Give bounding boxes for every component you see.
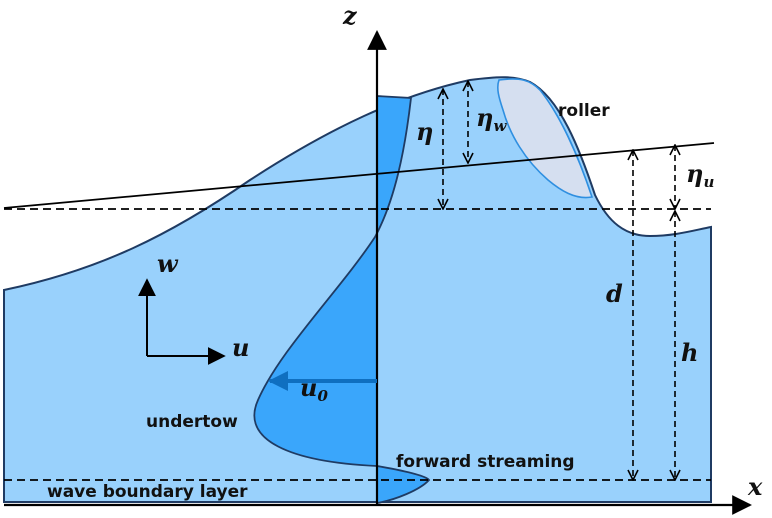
undertow-label: undertow [146, 412, 238, 432]
eta-w-label: ηw [476, 103, 507, 135]
u0-label: u0 [300, 373, 328, 405]
eta-w-base: η [476, 103, 493, 132]
z-axis-label: z [342, 1, 358, 30]
eta-label: η [416, 117, 433, 146]
d-label: d [606, 279, 623, 308]
h-label: h [681, 338, 698, 367]
eta-w-sub: w [493, 117, 507, 135]
u0-sub: 0 [317, 387, 328, 405]
w-label: w [157, 249, 179, 278]
eta-u-base: η [686, 159, 703, 188]
wave-boundary-layer-label: wave boundary layer [47, 482, 248, 502]
u0-base: u [300, 373, 317, 402]
x-axis-label: x [747, 472, 763, 501]
roller-label: roller [558, 101, 610, 121]
sloped-reference-line [3, 142, 715, 209]
velocity-profile [253, 95, 431, 505]
forward-streaming-label: forward streaming [396, 452, 575, 472]
eta-u-label: ηu [686, 159, 714, 191]
eta-u-sub: u [703, 173, 714, 191]
u-label: u [232, 333, 249, 362]
roller-region [496, 78, 594, 199]
